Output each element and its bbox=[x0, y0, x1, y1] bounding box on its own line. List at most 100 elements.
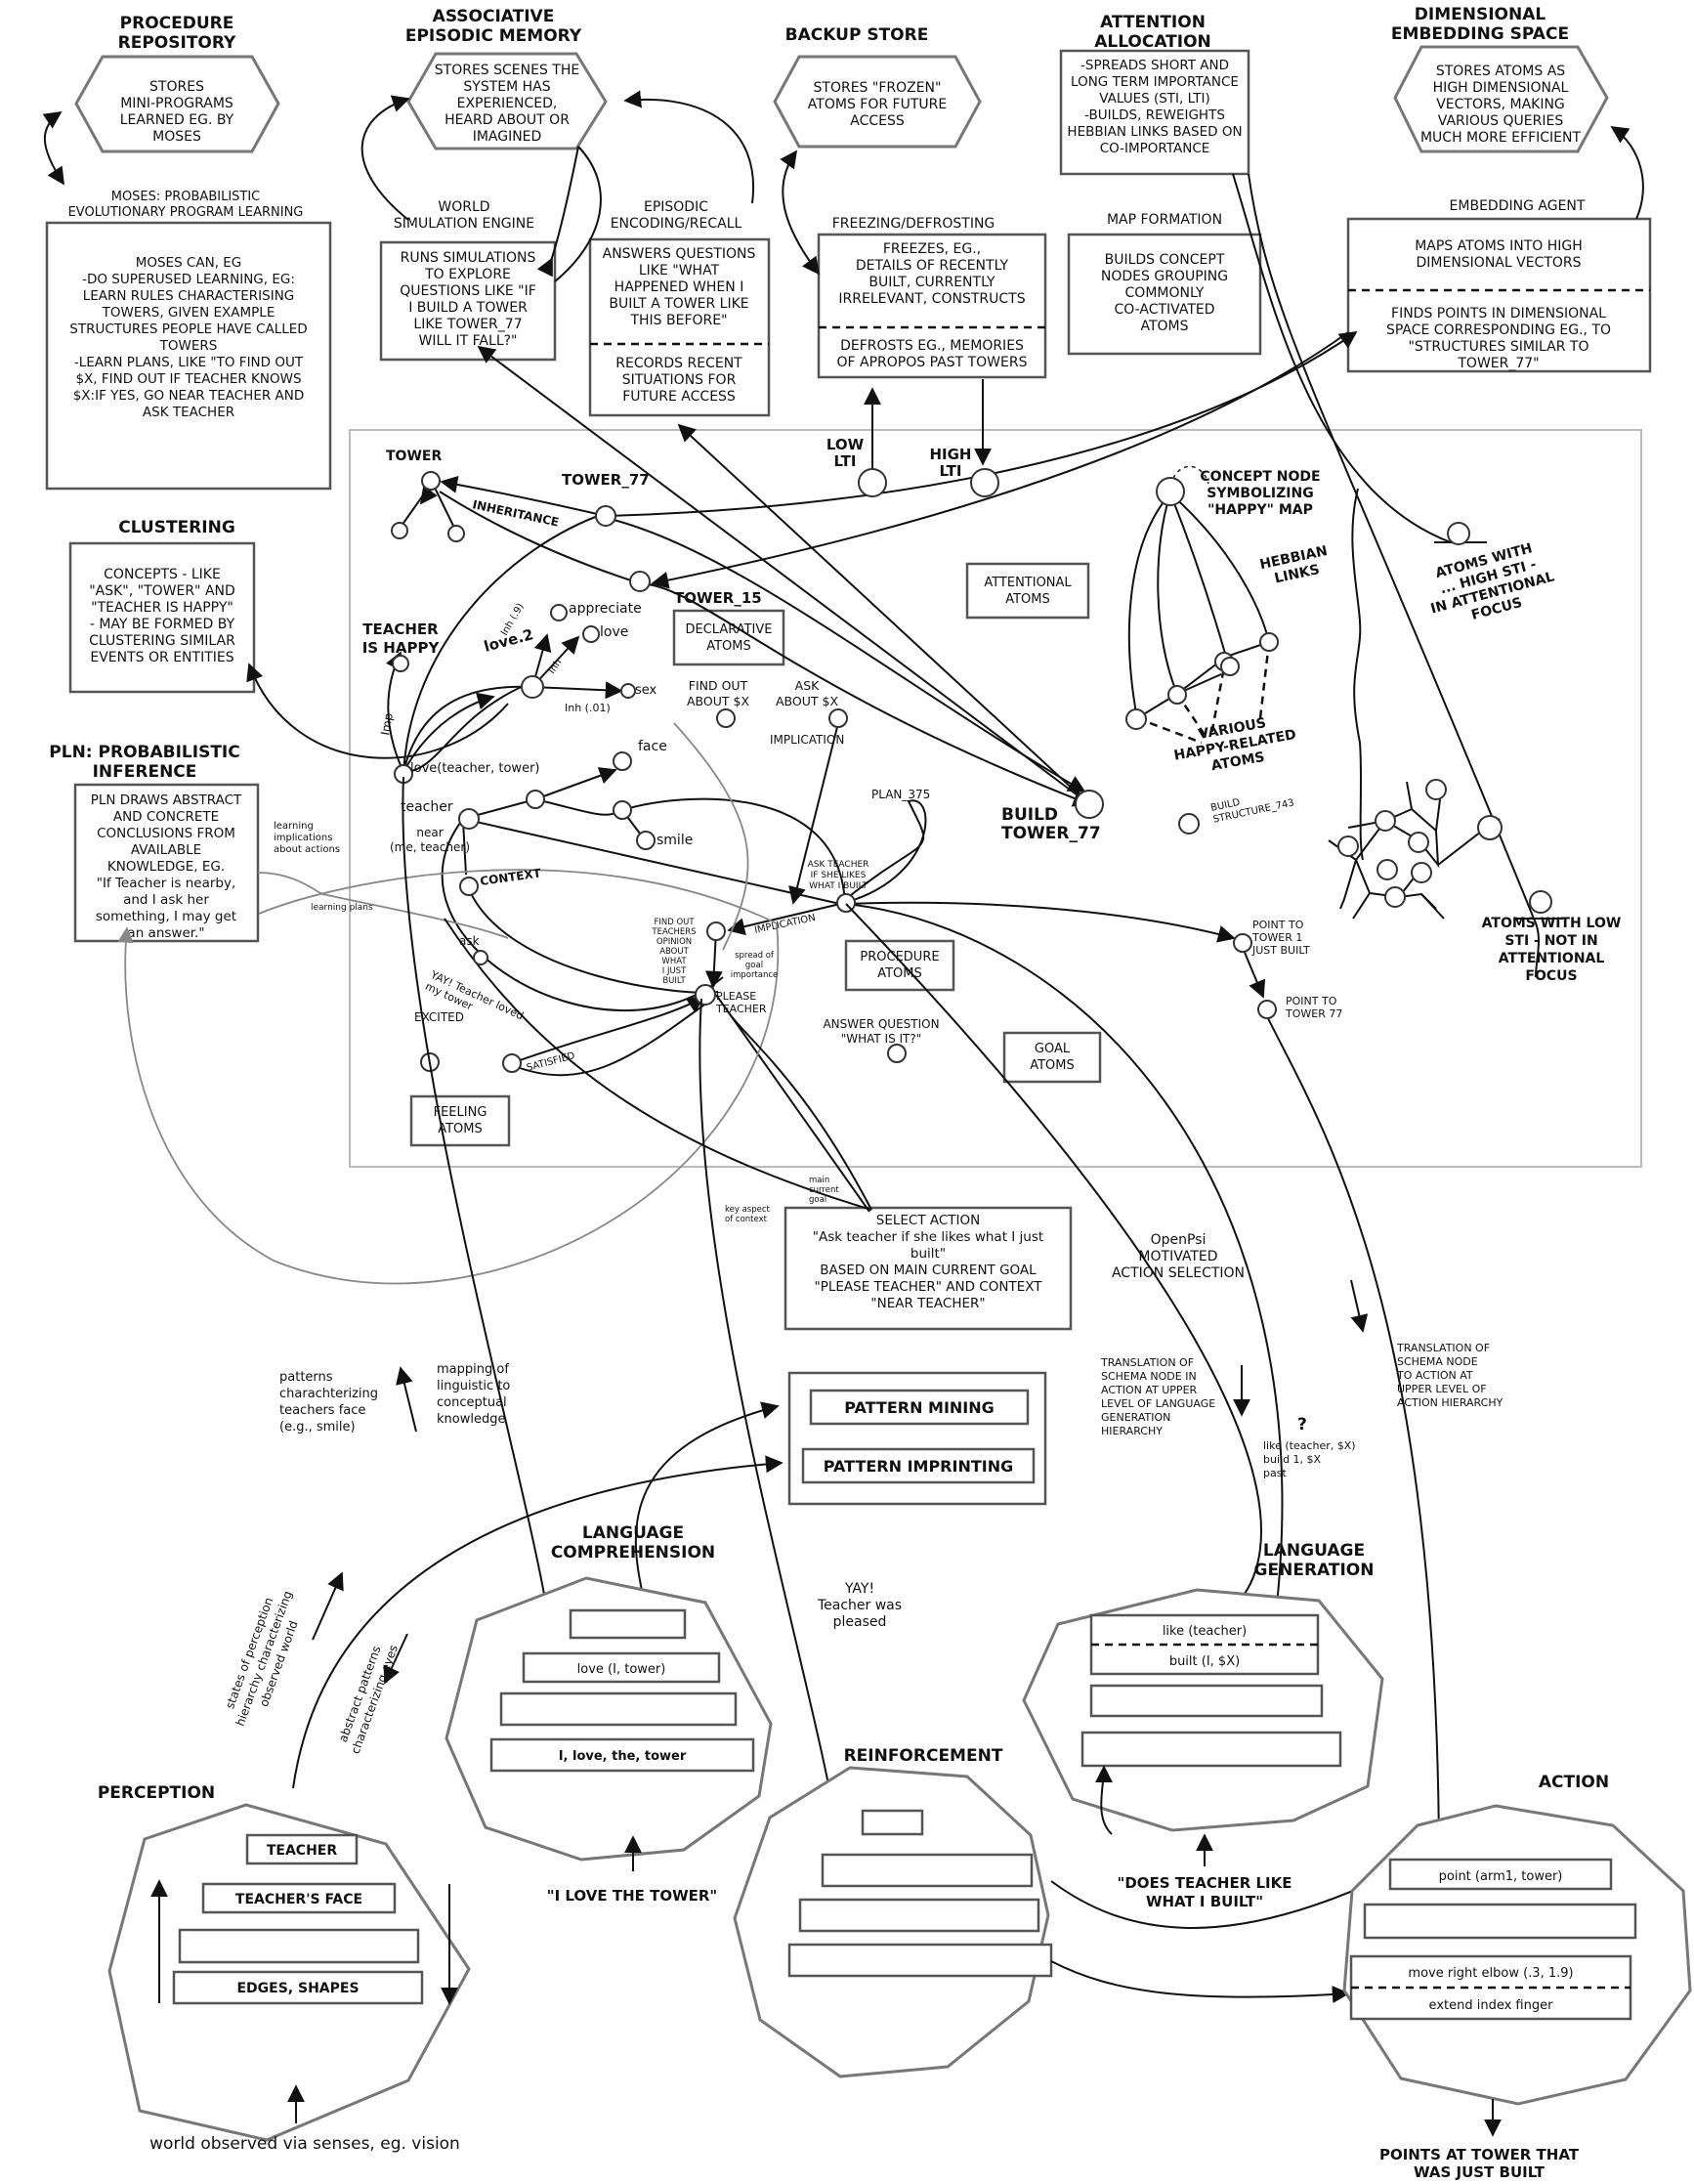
svg-text:love(teacher, tower): love(teacher, tower) bbox=[410, 761, 539, 776]
svg-text:TEACHER: TEACHER bbox=[267, 1843, 338, 1859]
happy-atom-4[interactable] bbox=[1220, 657, 1240, 676]
teacher-node[interactable] bbox=[458, 808, 480, 830]
context-node[interactable] bbox=[459, 877, 479, 896]
svg-text:abstract patternscharacterizin: abstract patternscharacterizing eyes bbox=[334, 1638, 401, 1756]
select-action-box[interactable]: SELECT ACTION"Ask teacher if she likes w… bbox=[783, 1206, 1073, 1331]
tower77-node[interactable] bbox=[595, 505, 616, 527]
svg-text:love: love bbox=[600, 624, 628, 640]
point-tower1-node[interactable] bbox=[1233, 933, 1252, 953]
svg-text:states of perceptionhierarchy: states of perceptionhierarchy characteri… bbox=[219, 1584, 310, 1734]
find-out-node[interactable] bbox=[716, 708, 736, 728]
pattern-mining-button[interactable] bbox=[809, 1389, 1030, 1426]
ask-about-node[interactable] bbox=[828, 708, 848, 728]
love2-node[interactable] bbox=[521, 675, 544, 699]
reinforcement-title: REINFORCEMENT bbox=[844, 1746, 1003, 1766]
backup-store[interactable]: BACKUP STORE STORES "FROZEN"ATOMS FOR FU… bbox=[773, 25, 982, 149]
high-lti-node[interactable] bbox=[970, 468, 999, 497]
answer-question-node[interactable] bbox=[887, 1044, 907, 1063]
face-node[interactable] bbox=[613, 751, 632, 771]
clustering-module[interactable]: CLUSTERING CONCEPTS - LIKE"ASK", "TOWER"… bbox=[68, 518, 256, 694]
moses-body: MOSES CAN, EG-DO SUPERUSED LEARNING, EG:… bbox=[69, 255, 307, 420]
happy-concept-node[interactable] bbox=[1156, 477, 1185, 506]
svg-text:built (I, $X): built (I, $X) bbox=[1169, 1654, 1240, 1669]
svg-text:VARIOUSHAPPY-RELATEDATOMS: VARIOUSHAPPY-RELATEDATOMS bbox=[1170, 710, 1300, 780]
love-node[interactable] bbox=[582, 625, 600, 643]
satisfied-node[interactable] bbox=[502, 1053, 522, 1073]
low-lti-node[interactable] bbox=[858, 468, 887, 497]
build-tower-node[interactable] bbox=[1075, 790, 1104, 819]
atomspace-frame bbox=[349, 429, 1642, 1168]
high-sti-label: ATOMS WITH... HIGH STI -IN ATTENTIONALFO… bbox=[1420, 537, 1560, 633]
tower15-node[interactable] bbox=[629, 571, 651, 592]
svg-text:I, love, the, tower: I, love, the, tower bbox=[559, 1749, 687, 1764]
point-tower77-node[interactable] bbox=[1257, 1000, 1277, 1019]
high-sti-node[interactable] bbox=[1447, 522, 1470, 545]
clustering-title: CLUSTERING bbox=[118, 518, 235, 537]
svg-text:TEACHER'S FACE: TEACHER'S FACE bbox=[235, 1892, 362, 1907]
action-title: ACTION bbox=[1539, 1773, 1609, 1792]
ask-node[interactable] bbox=[473, 950, 488, 965]
freezing-title: FREEZING/DEFROSTING bbox=[832, 216, 995, 232]
svg-text:sex: sex bbox=[635, 683, 657, 698]
build-structure-node[interactable] bbox=[1178, 813, 1200, 835]
appreciate-node[interactable] bbox=[550, 604, 568, 621]
teacher-mid-node[interactable] bbox=[526, 790, 545, 809]
svg-text:Imp: Imp bbox=[378, 712, 396, 737]
low-sti-node[interactable] bbox=[1529, 890, 1552, 914]
happy-atom-5[interactable] bbox=[1259, 632, 1279, 652]
tower-child-2[interactable] bbox=[447, 525, 465, 542]
smile-source-node[interactable] bbox=[613, 800, 632, 820]
sex-node[interactable] bbox=[620, 683, 636, 699]
svg-text:smile: smile bbox=[656, 833, 693, 848]
svg-text:HEBBIANLINKS: HEBBIANLINKS bbox=[1258, 543, 1333, 589]
pattern-mining-label: PATTERN MINING bbox=[844, 1398, 995, 1417]
tower-child-1[interactable] bbox=[391, 522, 408, 539]
please-teacher-node[interactable] bbox=[695, 984, 716, 1006]
teacher-happy-node[interactable] bbox=[392, 655, 409, 672]
pattern-imprinting-button[interactable] bbox=[801, 1447, 1036, 1484]
perception-hierarchy: PERCEPTION TEACHER TEACHER'S FACE EDGES,… bbox=[98, 1783, 471, 2154]
find-out-teacher-node[interactable] bbox=[706, 921, 726, 941]
freezing-defrosting[interactable]: FREEZING/DEFROSTING FREEZES, EG.,DETAILS… bbox=[817, 216, 1047, 379]
happy-atom-1[interactable] bbox=[1125, 708, 1147, 730]
smile-node[interactable] bbox=[636, 831, 656, 850]
happy-atom-2[interactable] bbox=[1167, 685, 1187, 705]
tower-node[interactable] bbox=[421, 471, 441, 491]
